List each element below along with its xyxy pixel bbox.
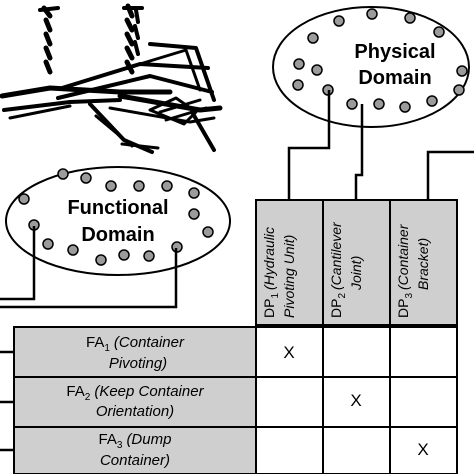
matrix-cell: [255, 376, 324, 428]
matrix-mark: X: [350, 391, 361, 410]
fa-element-dot: [105, 180, 117, 192]
matrix-cell: [255, 426, 324, 474]
fa3-label-line1: FA3(Dump: [99, 431, 172, 451]
fa2-subscript: 2: [85, 392, 91, 403]
matrix-cell: [322, 326, 391, 378]
fa2-header-cell: [13, 376, 257, 428]
matrix-cell: [389, 326, 458, 378]
dp1-header-cell: [255, 199, 324, 326]
fa-element-dot: [202, 226, 214, 238]
fa2-symbol: FA: [66, 383, 84, 400]
svg-text:DP2(Cantilever: DP2 (Cantilever: [328, 221, 348, 318]
fa3-symbol: FA: [99, 431, 117, 448]
matrix-cell: [389, 426, 458, 474]
matrix-mark: X: [283, 343, 294, 362]
dp3-label: DP3 (Container Bracket): [395, 223, 431, 318]
fa1-header-cell: [13, 326, 257, 378]
svg-text:DP1(Hydraulic: DP1 (Hydraulic: [261, 227, 281, 318]
dp-element-dot: [426, 95, 438, 107]
dp-element-dot: [293, 58, 305, 70]
fa-element-dot: [57, 168, 69, 180]
dp1-subscript: 1: [270, 293, 281, 299]
dp-element-dot: [456, 65, 468, 77]
fa-element-dot: [80, 172, 92, 184]
matrix-cell: [322, 426, 391, 474]
fa-element-dot: [118, 249, 130, 261]
fa-element-dot: [188, 208, 200, 220]
fa3-desc-line1: (Dump: [126, 431, 171, 448]
fa-element-dot: [95, 254, 107, 266]
fa-element-dot: [143, 250, 155, 262]
dp3-symbol: DP: [395, 299, 411, 318]
physical-domain-title-line1: Physical: [354, 41, 435, 63]
physical-domain: Physical Domain: [272, 6, 470, 128]
dp2-desc-line2: Joint): [348, 256, 364, 291]
dp-element-dot: [373, 98, 385, 110]
functional-domain-title-line2: Domain: [81, 224, 154, 246]
dp-element-dot: [399, 101, 411, 113]
dump-mechanism-sketch: [0, 3, 223, 154]
physical-domain-elements: [292, 8, 468, 113]
dp3-subscript: 3: [404, 293, 415, 299]
dp-element-dot: [453, 84, 465, 96]
dp1-symbol: DP: [261, 299, 277, 318]
functional-domain-elements: [18, 168, 214, 266]
connector-fa-left: [0, 226, 36, 301]
mapping-connectors: [0, 90, 474, 452]
dp3-desc-line1: (Container: [395, 223, 411, 290]
connector-dp2: [354, 104, 364, 200]
dp-element-dot: [311, 64, 323, 76]
fa1-desc-line2: Pivoting): [109, 355, 167, 372]
fa-element-dot: [161, 180, 173, 192]
fa2-desc-line1: (Keep Container: [94, 383, 204, 400]
fa-element-dot: [188, 187, 200, 199]
dp2-label: DP2 (Cantilever Joint): [328, 221, 364, 318]
fa2-label-line1: FA2(Keep Container: [66, 383, 204, 403]
dp-element-dot: [366, 8, 378, 20]
design-matrix: DP1(Hydraulic Pivoting Unit) DP2(Cantile…: [13, 199, 458, 474]
dp2-desc-line1: (Cantilever: [328, 221, 344, 290]
connector-dp1: [287, 90, 331, 200]
connector-dp3: [426, 150, 474, 200]
dp3-desc-line2: Bracket): [415, 238, 431, 290]
dp1-desc-line1: (Hydraulic: [261, 227, 277, 290]
connector-fa-right: [0, 248, 178, 309]
fa3-desc-line2: Container): [100, 452, 170, 469]
fa1-symbol: FA: [86, 334, 104, 351]
dp-element-dot: [292, 79, 304, 91]
matrix-cell: [389, 376, 458, 428]
dp-element-dot: [433, 26, 445, 38]
dp-element-dot: [307, 32, 319, 44]
fa-element-dot: [133, 180, 145, 192]
matrix-body: [255, 326, 458, 474]
fa-element-dot: [67, 244, 79, 256]
dp-element-dot: [404, 12, 416, 24]
dp-element-dot: [333, 15, 345, 27]
fa2-desc-line2: Orientation): [96, 403, 174, 420]
dp2-symbol: DP: [328, 299, 344, 318]
physical-domain-ellipse: [272, 6, 470, 128]
svg-text:DP3(Container: DP3 (Container: [395, 223, 415, 318]
fa3-subscript: 3: [117, 440, 123, 451]
fa1-subscript: 1: [104, 343, 110, 354]
functional-domain: Functional Domain: [5, 166, 231, 276]
functional-domain-title-line1: Functional: [67, 197, 168, 219]
dp1-label: DP1 (Hydraulic Pivoting Unit): [261, 227, 297, 318]
dp2-subscript: 2: [337, 293, 348, 299]
dp-element-dot: [346, 98, 358, 110]
dp1-desc-line2: Pivoting Unit): [281, 235, 297, 318]
fa-element-dot: [18, 193, 30, 205]
fa-element-dot: [42, 238, 54, 250]
dp3-header-cell: [389, 199, 458, 326]
fa1-label-line1: FA1 (Container: [86, 334, 185, 354]
physical-domain-title-line2: Domain: [358, 67, 431, 89]
fa1-desc-line1: (Container: [114, 334, 185, 351]
matrix-mark: X: [417, 440, 428, 459]
functional-domain-ellipse: [5, 166, 231, 276]
